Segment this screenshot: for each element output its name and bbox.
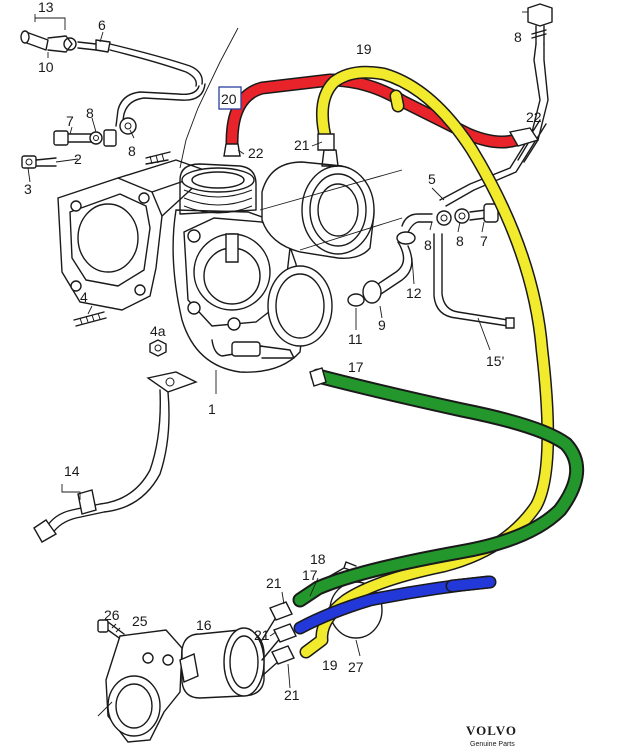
label-8-top-right: 8: [514, 29, 522, 45]
label-21-b: 21: [254, 627, 270, 643]
label-12: 12: [406, 285, 422, 301]
label-20: 20: [221, 91, 237, 107]
label-25: 25: [132, 613, 148, 629]
label-8-right-1: 8: [424, 237, 432, 253]
label-4: 4: [80, 289, 88, 305]
bolt-7-right: [401, 203, 499, 243]
valve-16: [179, 601, 297, 699]
pipe-8-top: [517, 3, 553, 163]
compressor-housing: [259, 149, 403, 259]
label-15: 15': [486, 353, 504, 369]
leaders-misc: [237, 141, 323, 689]
volvo-logo: VOLVO Genuine Parts: [466, 723, 517, 748]
label-7-right: 7: [480, 233, 488, 249]
label-13: 13: [38, 0, 54, 15]
brand-sub: Genuine Parts: [470, 741, 515, 748]
bolt-2-3: [21, 155, 79, 183]
label-5: 5: [428, 171, 436, 187]
label-19-top: 19: [356, 41, 372, 57]
pipe-15: [433, 233, 515, 351]
label-14: 14: [64, 463, 80, 479]
leaders-top-left: [34, 14, 104, 58]
label-8-right-2: 8: [456, 233, 464, 249]
hose-12: [347, 231, 416, 330]
hose-red-20: [223, 73, 540, 157]
oil-pipe-14: [33, 371, 198, 543]
label-11: 11: [348, 331, 363, 347]
pipe-6: [109, 43, 206, 127]
bracket-25: [97, 629, 183, 743]
label-9: 9: [378, 317, 386, 333]
label-16: 16: [196, 617, 212, 633]
label-26: 26: [104, 607, 120, 623]
label-21-c: 21: [284, 687, 300, 703]
label-8-left: 8: [86, 105, 94, 121]
label-20-box: [218, 86, 242, 110]
label-17-bottom: 17: [302, 567, 318, 583]
hose-green-top-stub: [309, 367, 327, 387]
label-7-left: 7: [66, 113, 74, 129]
label-18: 18: [310, 551, 326, 567]
hose-blue: [293, 575, 497, 635]
label-22-right: 22: [526, 109, 542, 125]
label-1: 1: [208, 401, 216, 417]
turbo-body: [172, 163, 333, 394]
leaders-turbo: [179, 27, 239, 169]
part-10-connector: [20, 30, 111, 53]
label-21-top: 21: [294, 137, 310, 153]
label-6: 6: [98, 17, 106, 33]
stud-4: [73, 305, 107, 327]
label-8-small: 8: [128, 143, 136, 159]
label-2: 2: [74, 151, 82, 167]
label-27: 27: [348, 659, 364, 675]
label-3: 3: [24, 181, 32, 197]
nut-4a: [149, 339, 167, 357]
turbo-flange: [57, 159, 211, 311]
label-4a: 4a: [150, 323, 166, 339]
hose-green-17: [292, 368, 585, 608]
label-22-left: 22: [248, 145, 264, 161]
label-21-a: 21: [266, 575, 282, 591]
label-17-top: 17: [348, 359, 364, 375]
callout-labels: 13 6 10 8 19 20 22 7 8 8 22 21 2 3 5 8 8…: [24, 0, 542, 703]
label-19-bottom: 19: [322, 657, 338, 673]
label-10: 10: [38, 59, 54, 75]
brand-name: VOLVO: [466, 723, 517, 738]
hose-yellow-19: [299, 65, 555, 659]
bolt-7-left: [53, 117, 137, 147]
pin-8-small: [145, 151, 171, 165]
